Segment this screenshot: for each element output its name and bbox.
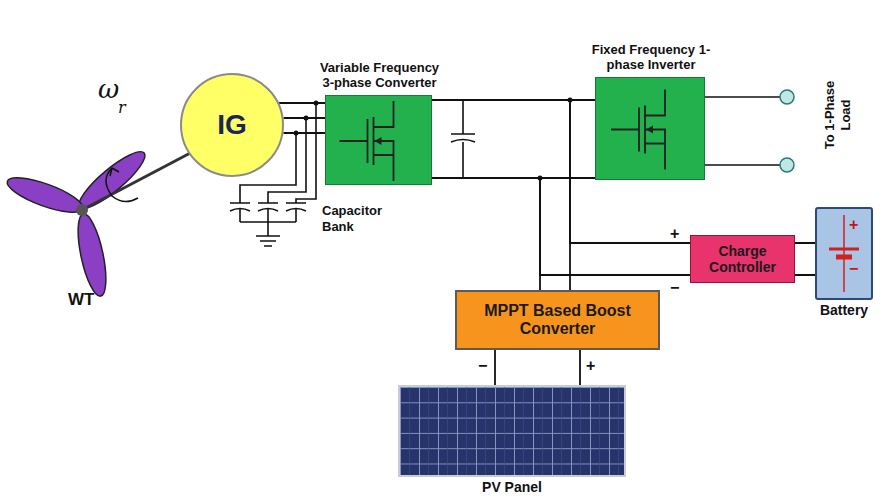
wind-turbine [4, 145, 152, 299]
subscript: r [118, 98, 126, 117]
drawing-part [256, 236, 280, 246]
node-heading: Fixed Frequency 1-phase Inverter [586, 42, 716, 72]
wire [432, 100, 570, 290]
mosfet-symbol [326, 96, 433, 186]
inverter-box: Fixed Frequency 1-phase Inverter [595, 77, 705, 180]
battery-plate [836, 255, 852, 260]
pv-panel: PV Panel [398, 385, 626, 477]
drawing-part [451, 100, 475, 178]
wire [495, 350, 580, 385]
rotation-arrow [106, 168, 138, 202]
boost-converter: MPPT Based Boost Converter [455, 290, 660, 350]
wire [279, 103, 325, 133]
drawing-part [230, 202, 306, 204]
battery-wire [843, 215, 845, 292]
part-label: Capacitor Bank [322, 203, 394, 235]
node-label: Charge Controller [691, 243, 794, 275]
battery-plate [829, 248, 859, 251]
drawing-part [73, 212, 112, 299]
polarity-sign: − [670, 278, 679, 297]
pv-cells [400, 387, 624, 475]
charge-controller: Charge Controller [690, 235, 795, 283]
induction-generator: IG [180, 73, 284, 177]
terminal [780, 90, 794, 104]
pv-grid [400, 387, 624, 475]
mosfet-arrow [646, 126, 653, 134]
dc-link-capacitor [451, 100, 475, 178]
drawing-part [240, 209, 296, 236]
hub [76, 204, 88, 216]
polarity-sign: + [670, 224, 679, 243]
node-heading: Variable Frequency 3-phase Converter [319, 60, 441, 90]
polarity-sign: − [849, 259, 858, 278]
polarity-sign: + [849, 215, 858, 234]
wire [795, 243, 815, 275]
mosfet-arrow [375, 137, 382, 145]
omega-symbol: ω [98, 74, 119, 105]
drawing-part [110, 168, 119, 176]
terminal [780, 158, 794, 172]
output-wires [705, 97, 780, 165]
node-heading: Battery [820, 302, 868, 318]
polarity-sign: − [478, 356, 487, 375]
battery: Battery [815, 207, 873, 300]
mosfet-symbol [596, 78, 706, 181]
node-label: IG [182, 109, 282, 141]
mosfet-lines [340, 101, 394, 181]
battery-symbol [815, 207, 873, 300]
load-label: To 1-Phase Load [822, 65, 854, 165]
mosfet-lines [611, 90, 665, 170]
turbine-label: WT [68, 290, 94, 310]
drawing-part [705, 97, 780, 165]
node-label: MPPT Based Boost Converter [457, 302, 658, 338]
converter-box: Variable Frequency 3-phase Converter [325, 95, 432, 185]
node-heading: PV Panel [482, 479, 542, 495]
drawing-part [4, 171, 87, 219]
polarity-sign: + [586, 356, 595, 375]
